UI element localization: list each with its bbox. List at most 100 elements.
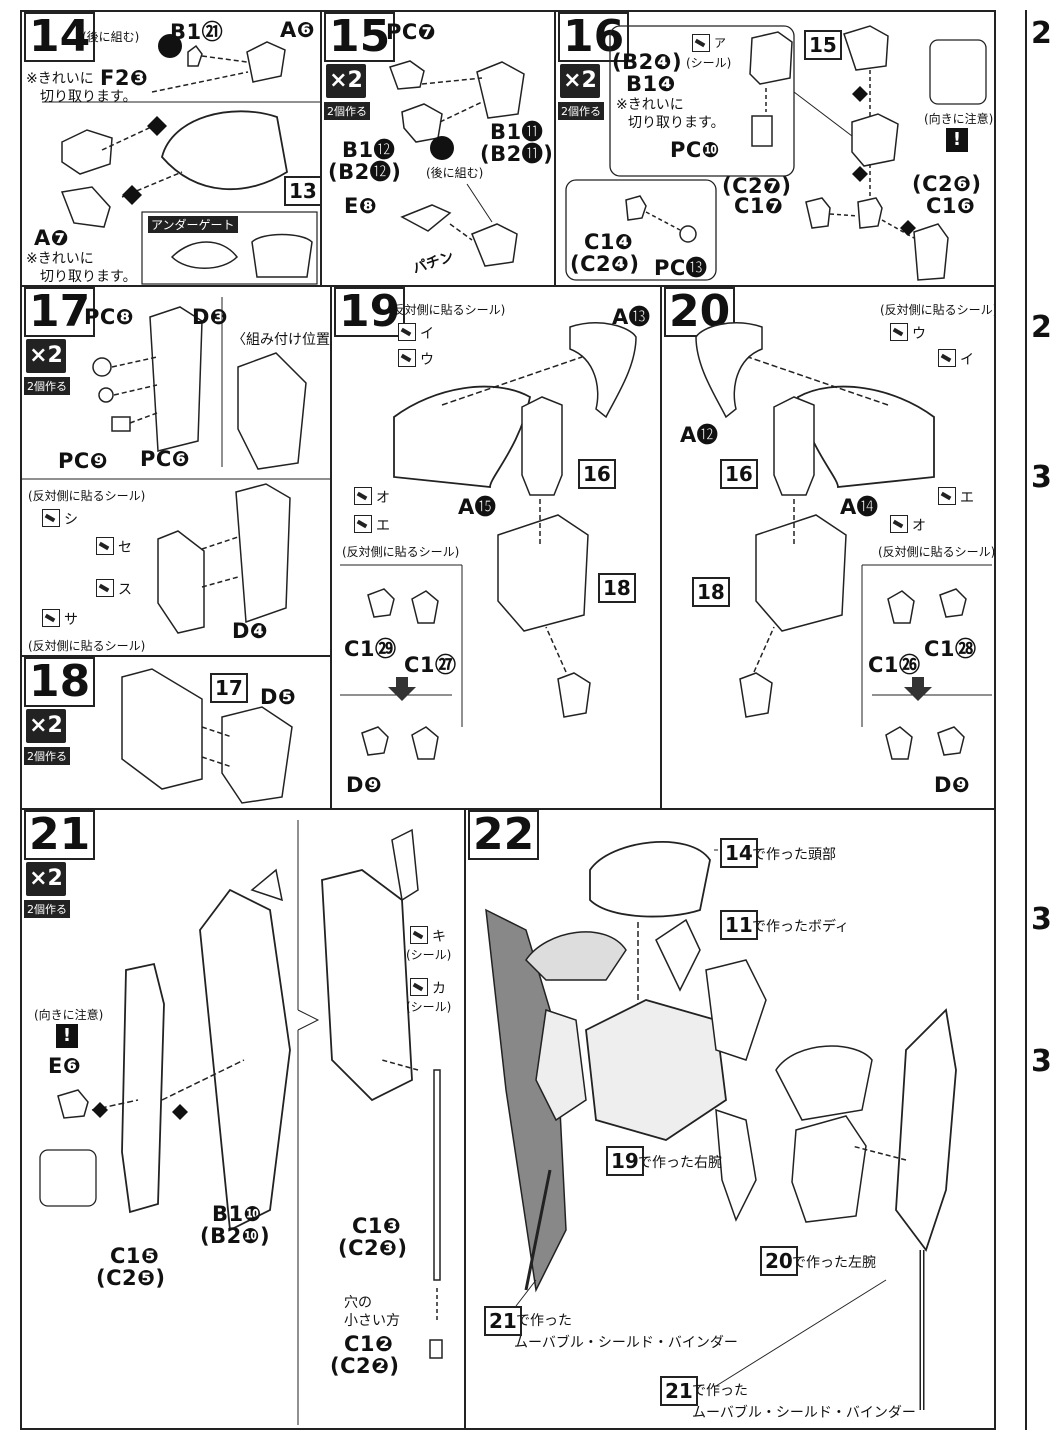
part-label: (B2⓫)	[480, 142, 554, 166]
seal-icon	[410, 978, 428, 996]
reverse-seal-note: (反対側に貼るシール)	[880, 303, 996, 317]
multiplier-badge: ×2	[26, 709, 66, 743]
reverse-seal-note: (反対側に貼るシール)	[388, 303, 506, 317]
part-label: (B2❿)	[200, 1224, 271, 1248]
cut-note: 切り取ります。	[628, 115, 725, 131]
step-reference: 20	[760, 1246, 798, 1276]
step-number: 14	[24, 12, 96, 62]
step-20-illustration	[695, 322, 992, 760]
seal-label: オ	[912, 518, 926, 534]
callout-body: で作ったボディ	[752, 919, 850, 935]
seal-icon	[398, 323, 416, 341]
seal-label: イ	[960, 352, 974, 368]
assembly-note: (後に組む)	[426, 166, 484, 180]
part-label: (C2❸)	[338, 1236, 408, 1260]
multiplier-badge: ×2	[26, 862, 66, 896]
cropped-step-number: 2	[1031, 16, 1052, 51]
part-label: A❼	[34, 226, 70, 250]
part-label: PC❼	[386, 20, 437, 44]
seal-icon	[410, 926, 428, 944]
part-label: B1❿	[212, 1202, 262, 1226]
part-label: (C2❼)	[722, 174, 792, 198]
multiplier-badge: ×2	[326, 64, 366, 98]
seal-label: サ	[64, 612, 78, 628]
part-label: A⓯	[458, 495, 497, 519]
step-reference: 11	[720, 910, 758, 940]
seal-label: エ	[376, 518, 390, 534]
step-number: 16	[558, 12, 630, 62]
seal-label: イ	[420, 326, 434, 342]
part-label: (C2❺)	[96, 1266, 166, 1290]
step-17-illustration	[22, 297, 330, 634]
part-label: C1❷	[344, 1332, 394, 1356]
seal-note: (シール)	[406, 948, 452, 962]
seal-label: セ	[118, 540, 132, 556]
part-label: D❹	[232, 619, 269, 643]
callout-made: で作った	[516, 1313, 572, 1329]
part-label: A⓭	[612, 305, 651, 329]
step-reference: 19	[606, 1146, 644, 1176]
seal-icon	[692, 34, 710, 52]
seal-label: ウ	[912, 326, 926, 342]
part-label: (C2❻)	[912, 172, 982, 196]
part-label: PC❾	[58, 449, 109, 473]
part-label: A❻	[280, 18, 316, 42]
part-label: C1❺	[110, 1244, 160, 1268]
part-label: (C2❷)	[330, 1354, 400, 1378]
part-label: B1⓫	[490, 120, 544, 144]
cut-note: ※きれいに	[26, 251, 94, 267]
cropped-step-number: 2	[1031, 310, 1052, 345]
seal-label: キ	[432, 929, 446, 945]
step-22-panel: 22 14 で作った頭部 11 で作ったボディ 19 で作った右腕 20 で作っ…	[464, 808, 996, 1430]
seal-note: (シール)	[686, 56, 732, 70]
part-label: E❽	[344, 194, 378, 218]
orientation-note: (向きに注意)	[924, 112, 994, 126]
part-label: D❾	[934, 773, 971, 797]
part-label: B1㉑	[170, 20, 224, 44]
part-label: C1❼	[734, 194, 784, 218]
step-19-panel: 19 (反対側に貼るシール) A⓭ イ ウ 16 オ エ A⓯ (反対側に貼るシ…	[330, 285, 662, 810]
seal-label: ア	[714, 36, 727, 50]
assembly-note: (後に組む)	[82, 30, 140, 44]
seal-label: ウ	[420, 352, 434, 368]
step-15-illustration	[389, 60, 525, 267]
step-number: 22	[468, 810, 540, 860]
part-label: D❺	[260, 685, 297, 709]
seal-icon	[96, 579, 114, 597]
cut-note: ※きれいに	[26, 71, 94, 87]
seal-icon	[890, 323, 908, 341]
part-label: A⓮	[840, 495, 879, 519]
seal-icon	[42, 509, 60, 527]
seal-label: ス	[118, 582, 132, 598]
assembly-position-note: 〈組み付け位置〉	[232, 332, 330, 348]
step-reference: 16	[720, 459, 758, 489]
hole-note: 穴の	[344, 1295, 372, 1311]
step-18-panel: 18 ×2 2個作る 17 D❺	[20, 655, 332, 810]
multiplier-note: 2個作る	[324, 102, 370, 120]
step-reference: 17	[210, 673, 248, 703]
cut-note: 切り取ります。	[40, 89, 137, 105]
seal-label: カ	[432, 981, 446, 997]
part-label: PC❿	[670, 138, 721, 162]
step-14-illustration	[42, 34, 320, 285]
seal-label: シ	[64, 512, 78, 528]
part-label: (B2⓬)	[328, 160, 402, 184]
next-page-strip: 2 2 3 3 3	[1025, 10, 1054, 1430]
reverse-seal-note: (反対側に貼るシール)	[342, 545, 460, 559]
step-reference: 18	[598, 573, 636, 603]
part-label: PC⓭	[654, 256, 708, 280]
multiplier-note: 2個作る	[24, 747, 70, 765]
part-label: C1❻	[926, 194, 976, 218]
seal-icon	[96, 537, 114, 555]
cropped-step-number: 3	[1031, 902, 1052, 937]
seal-icon	[938, 349, 956, 367]
part-label: (C2❹)	[570, 252, 640, 276]
reverse-seal-note: (反対側に貼るシール)	[878, 545, 996, 559]
step-reference: 16	[578, 459, 616, 489]
seal-icon	[354, 487, 372, 505]
step-20-panel: 20 (反対側に貼るシール) ウ イ A⓬ 16 A⓮ エ オ (反対側に貼るシ…	[660, 285, 996, 810]
warning-icon: !	[56, 1024, 78, 1048]
multiplier-badge: ×2	[26, 339, 66, 373]
cut-note: ※きれいに	[616, 97, 684, 113]
multiplier-note: 2個作る	[24, 377, 70, 395]
